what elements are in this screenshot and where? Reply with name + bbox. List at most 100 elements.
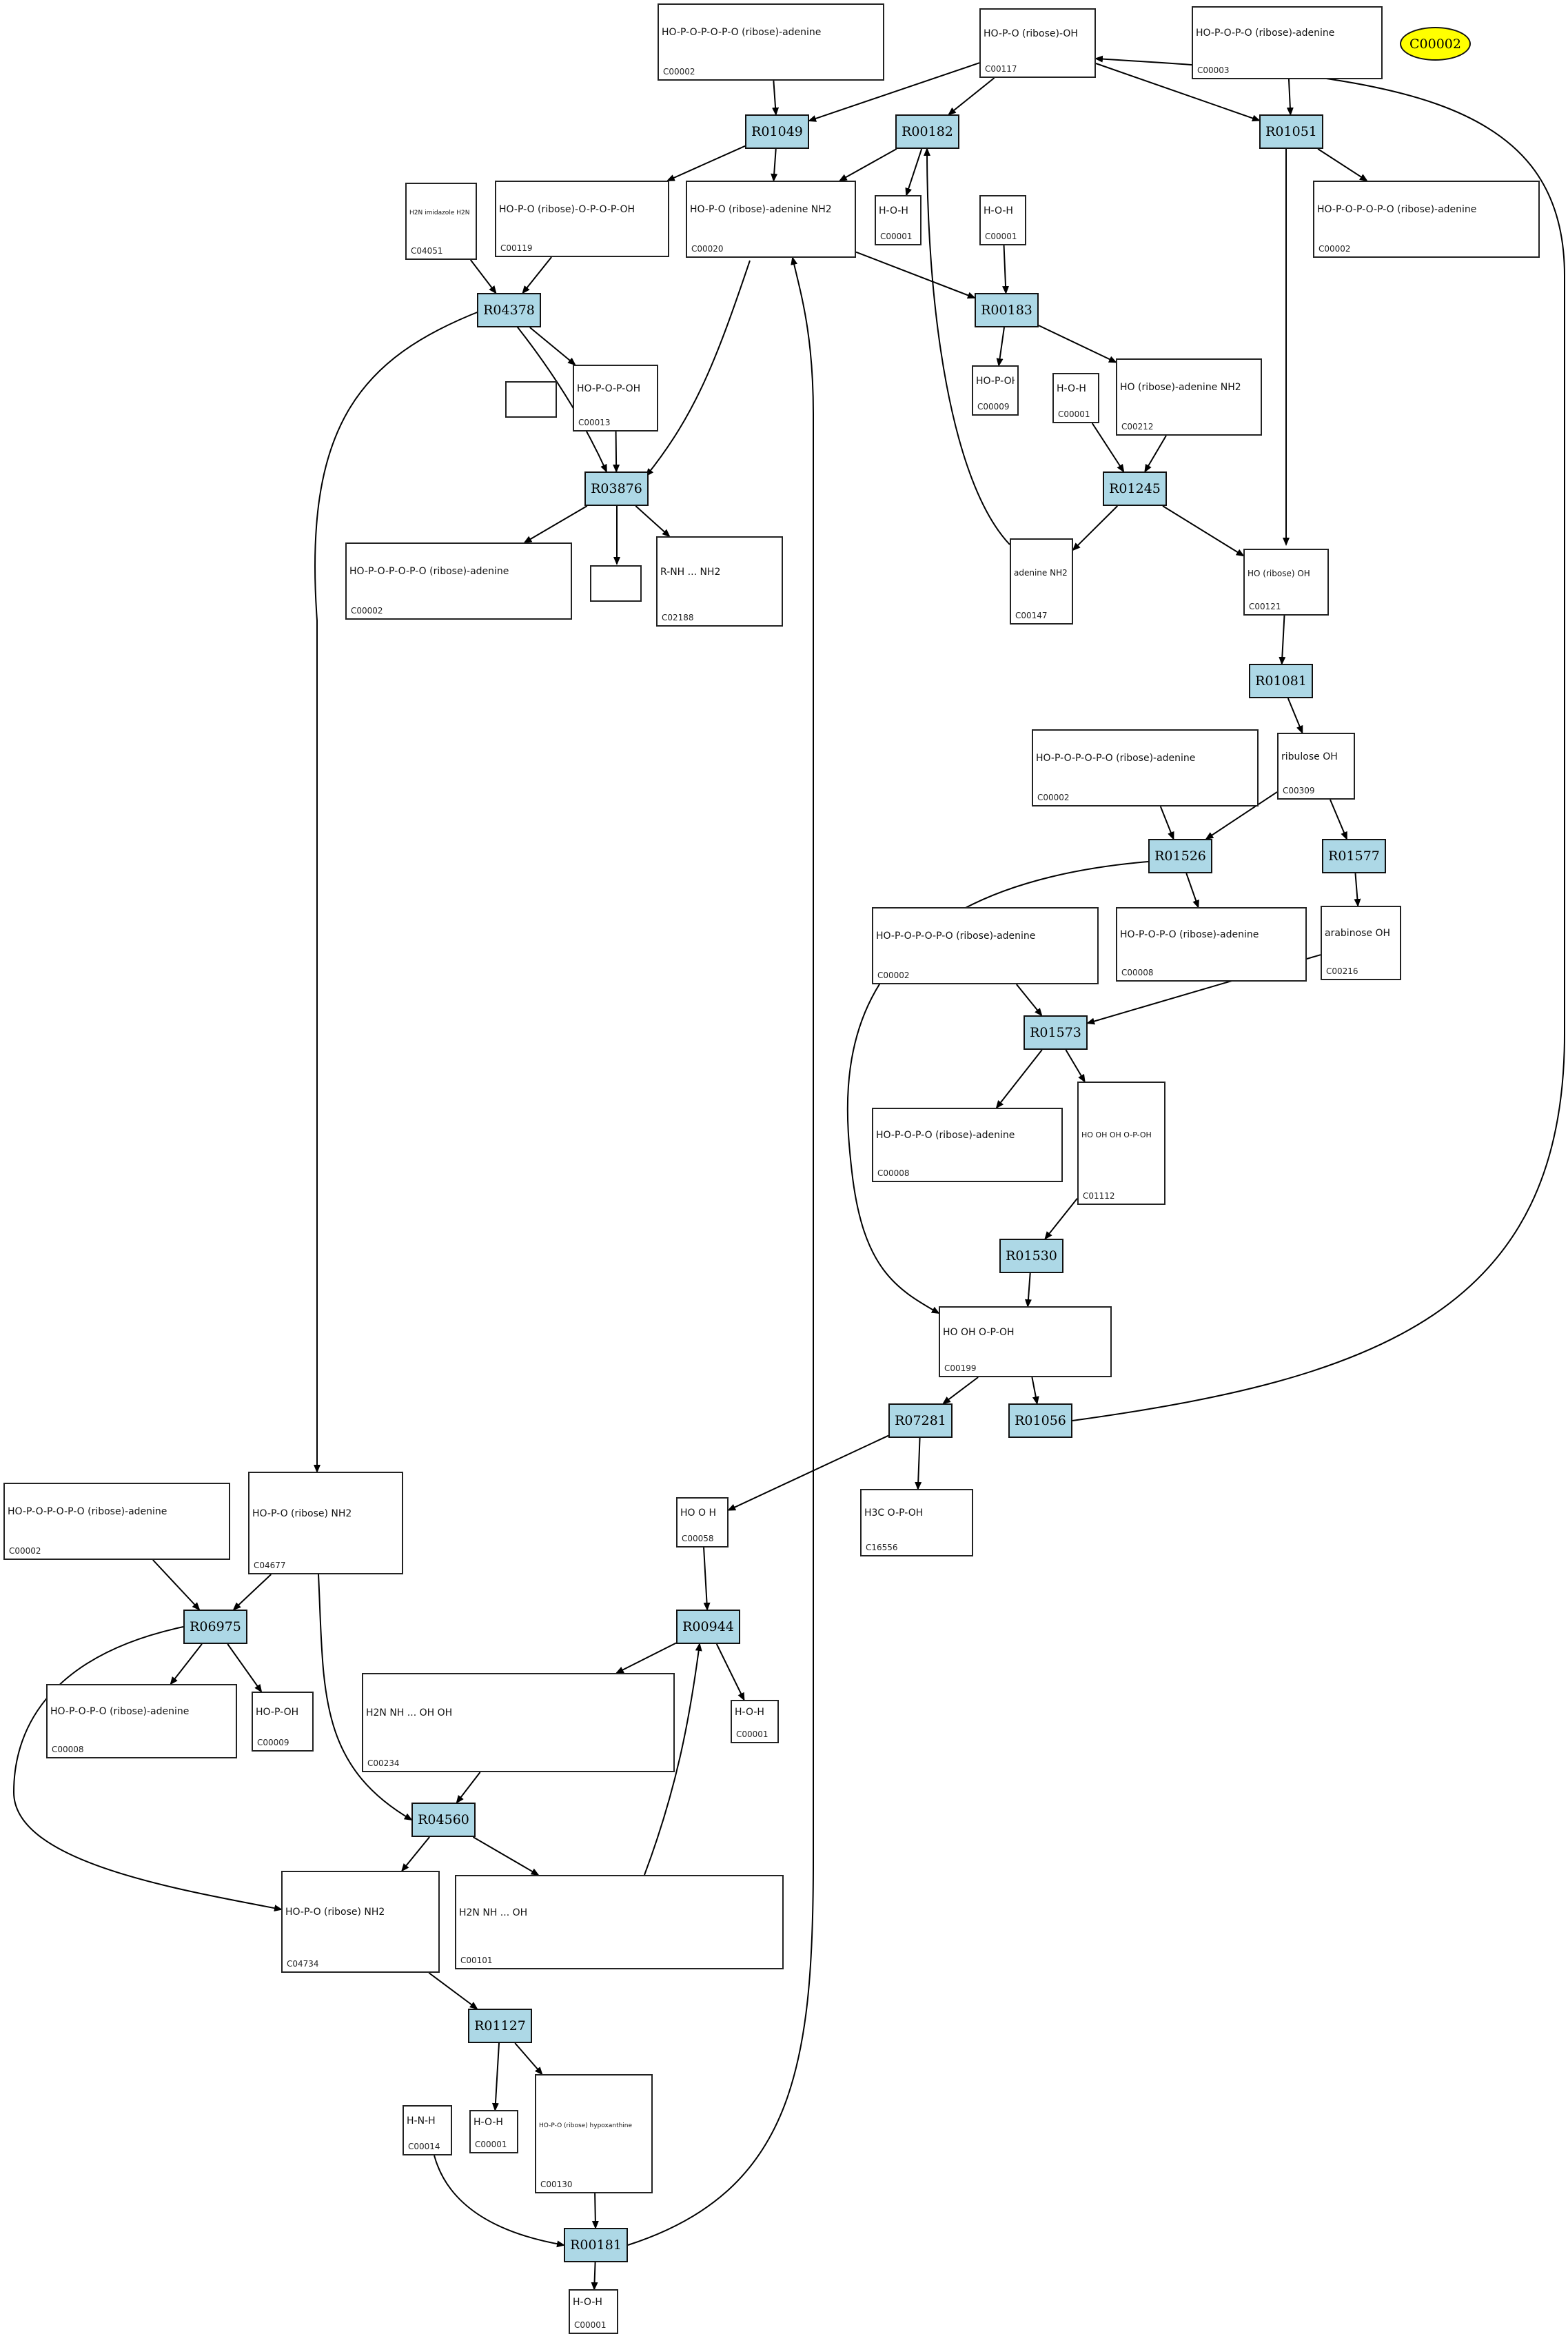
reaction-r04378[interactable]: R04378	[477, 293, 541, 327]
compound-id-label: C00001	[475, 2140, 507, 2149]
edge-c00121-to-R01081	[1279, 615, 1286, 665]
compound-structure: H3C O-P-OH	[864, 1508, 924, 1519]
reaction-r00183[interactable]: R00183	[975, 293, 1039, 327]
edge-c01112-to-R01530	[1044, 1198, 1078, 1240]
compound-c16556[interactable]: H3C O-P-OH C16556	[860, 1489, 973, 1556]
compound-c00199[interactable]: HO OH O-P-OH C00199	[939, 1306, 1112, 1377]
compound-id-label: C00119	[500, 243, 533, 253]
compound-id-label: C00002	[1037, 793, 1070, 802]
compound-structure: HO OH O-P-OH	[943, 1327, 1015, 1338]
compound-id-label: C00199	[944, 1363, 977, 1373]
reaction-r06975[interactable]: R06975	[183, 1610, 247, 1644]
edge-R00181-to-c00001_f	[591, 2262, 598, 2291]
reaction-r00182[interactable]: R00182	[895, 114, 959, 149]
compound-c00001-c[interactable]: H-O-H C00001	[1052, 373, 1099, 423]
reaction-r01051[interactable]: R01051	[1259, 114, 1323, 149]
empty-compound-box[interactable]	[590, 565, 642, 602]
edge-c00309-to-R01577	[1330, 799, 1347, 840]
edge-R03876-to-c00002_mid	[523, 505, 588, 544]
compound-id-label: C00309	[1283, 786, 1315, 795]
reaction-r01577[interactable]: R01577	[1322, 839, 1386, 873]
highlight-compound-c00002[interactable]: C00002	[1400, 27, 1471, 61]
edge-R00183-to-c00212	[1038, 325, 1117, 363]
reaction-r00944[interactable]: R00944	[676, 1610, 740, 1644]
compound-structure: ribulose OH	[1281, 751, 1338, 762]
reaction-r00181[interactable]: R00181	[564, 2228, 628, 2262]
compound-id-label: C16556	[866, 1543, 898, 1552]
reaction-r01049[interactable]: R01049	[745, 114, 809, 149]
compound-structure: H-O-H	[1057, 383, 1086, 394]
compound-id-label: C02188	[662, 613, 694, 622]
reaction-r07281[interactable]: R07281	[888, 1403, 953, 1438]
compound-structure: HO (ribose) OH	[1248, 569, 1310, 578]
compound-structure: H-O-H	[735, 1707, 764, 1718]
compound-structure: HO-P-O-P-OH	[577, 383, 641, 394]
reaction-r01081[interactable]: R01081	[1249, 664, 1313, 698]
compound-id-label: C00008	[1121, 968, 1154, 977]
edge-c00002_left-to-R06975	[152, 1559, 201, 1611]
reaction-r01530[interactable]: R01530	[999, 1239, 1063, 1273]
compound-c00001-d[interactable]: H-O-H C00001	[731, 1700, 779, 1743]
compound-id-label: C00001	[574, 2320, 607, 2330]
edge-R01573-to-c01112	[1065, 1049, 1086, 1083]
edge-R00944-to-c00001_d	[715, 1643, 745, 1701]
compound-id-label: C00001	[736, 1729, 768, 1739]
compound-id-label: C00001	[1058, 409, 1090, 419]
reaction-r01573[interactable]: R01573	[1024, 1015, 1088, 1050]
reaction-r01245[interactable]: R01245	[1103, 471, 1167, 506]
reaction-r01526[interactable]: R01526	[1148, 839, 1212, 873]
compound-id-label: C00009	[257, 1738, 289, 1747]
edge-R00182-to-c00020	[838, 148, 897, 181]
reaction-r03876[interactable]: R03876	[584, 471, 649, 506]
compound-c00001-e[interactable]: H-O-H C00001	[469, 2110, 518, 2153]
compound-structure: HO-P-O-P-O (ribose)-adenine	[876, 1130, 1015, 1141]
compound-structure: HO-P-O (ribose) NH2	[252, 1508, 352, 1519]
edge-R01049-to-c00119	[666, 145, 746, 181]
edge-c00020-to-r03876	[645, 260, 751, 477]
compound-id-label: C00014	[408, 2142, 440, 2151]
edge-R00183-to-c00009_a	[996, 327, 1005, 367]
compound-structure: HO-P-O-P-O-P-O (ribose)-adenine	[8, 1506, 167, 1517]
empty-compound-box[interactable]	[505, 381, 557, 418]
compound-c00309[interactable]: ribulose OH C00309	[1277, 733, 1355, 800]
edge-R01081-to-c00309	[1287, 698, 1303, 734]
reaction-r01127[interactable]: R01127	[468, 2009, 532, 2043]
reaction-r01056[interactable]: R01056	[1008, 1403, 1072, 1438]
edge-c00020-to-R00183	[855, 251, 976, 299]
compound-structure: H-O-H	[474, 2117, 503, 2128]
reaction-r04560[interactable]: R04560	[411, 1803, 476, 1837]
